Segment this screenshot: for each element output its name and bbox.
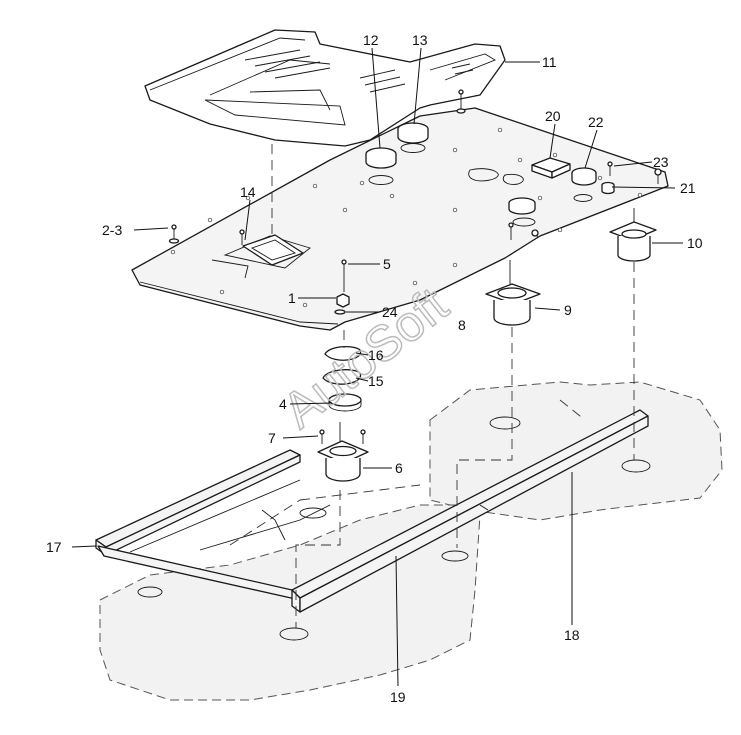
- callout-12: 12: [363, 32, 379, 48]
- top-tray-part-11: [144, 29, 506, 147]
- tray-slots: [244, 49, 474, 93]
- callout-17: 17: [46, 539, 62, 555]
- callout-10: 10: [687, 235, 703, 251]
- motor-part-10: [609, 208, 657, 262]
- callout-13: 13: [412, 32, 428, 48]
- callout-5: 5: [383, 256, 391, 272]
- disc-stack: [322, 346, 362, 412]
- leader-lines: [71, 47, 683, 687]
- callout-16: 16: [368, 347, 384, 363]
- callout-22: 22: [588, 114, 604, 130]
- callout-20: 20: [545, 108, 561, 124]
- callout-11: 11: [542, 54, 557, 70]
- callout-8: 8: [458, 317, 466, 333]
- callout-18: 18: [564, 627, 580, 643]
- callout-6: 6: [395, 460, 403, 476]
- callout-23: 23: [653, 154, 669, 170]
- callout-4: 4: [279, 396, 287, 412]
- callout-14: 14: [240, 184, 256, 200]
- callout-labels: 11 12 13 20 22 23 21 14 2-3 10 5 1 24 8 …: [46, 32, 703, 705]
- callout-21: 21: [680, 180, 696, 196]
- motor-part-9: [485, 260, 541, 326]
- frame-rails: [95, 409, 649, 613]
- assembly-dash-lines: [271, 144, 635, 628]
- callout-15: 15: [368, 373, 384, 389]
- plate-holes: [170, 127, 643, 308]
- callout-1: 1: [288, 290, 296, 306]
- main-plate: [131, 107, 669, 331]
- motor-part-6: [317, 422, 369, 482]
- plate-components: [168, 89, 662, 315]
- body-mount-holes: [137, 416, 651, 641]
- callout-19: 19: [390, 689, 406, 705]
- callout-24: 24: [382, 304, 398, 320]
- callout-7: 7: [268, 430, 276, 446]
- callout-9: 9: [564, 302, 572, 318]
- bolts: [168, 89, 662, 292]
- callout-2-3: 2-3: [102, 222, 122, 238]
